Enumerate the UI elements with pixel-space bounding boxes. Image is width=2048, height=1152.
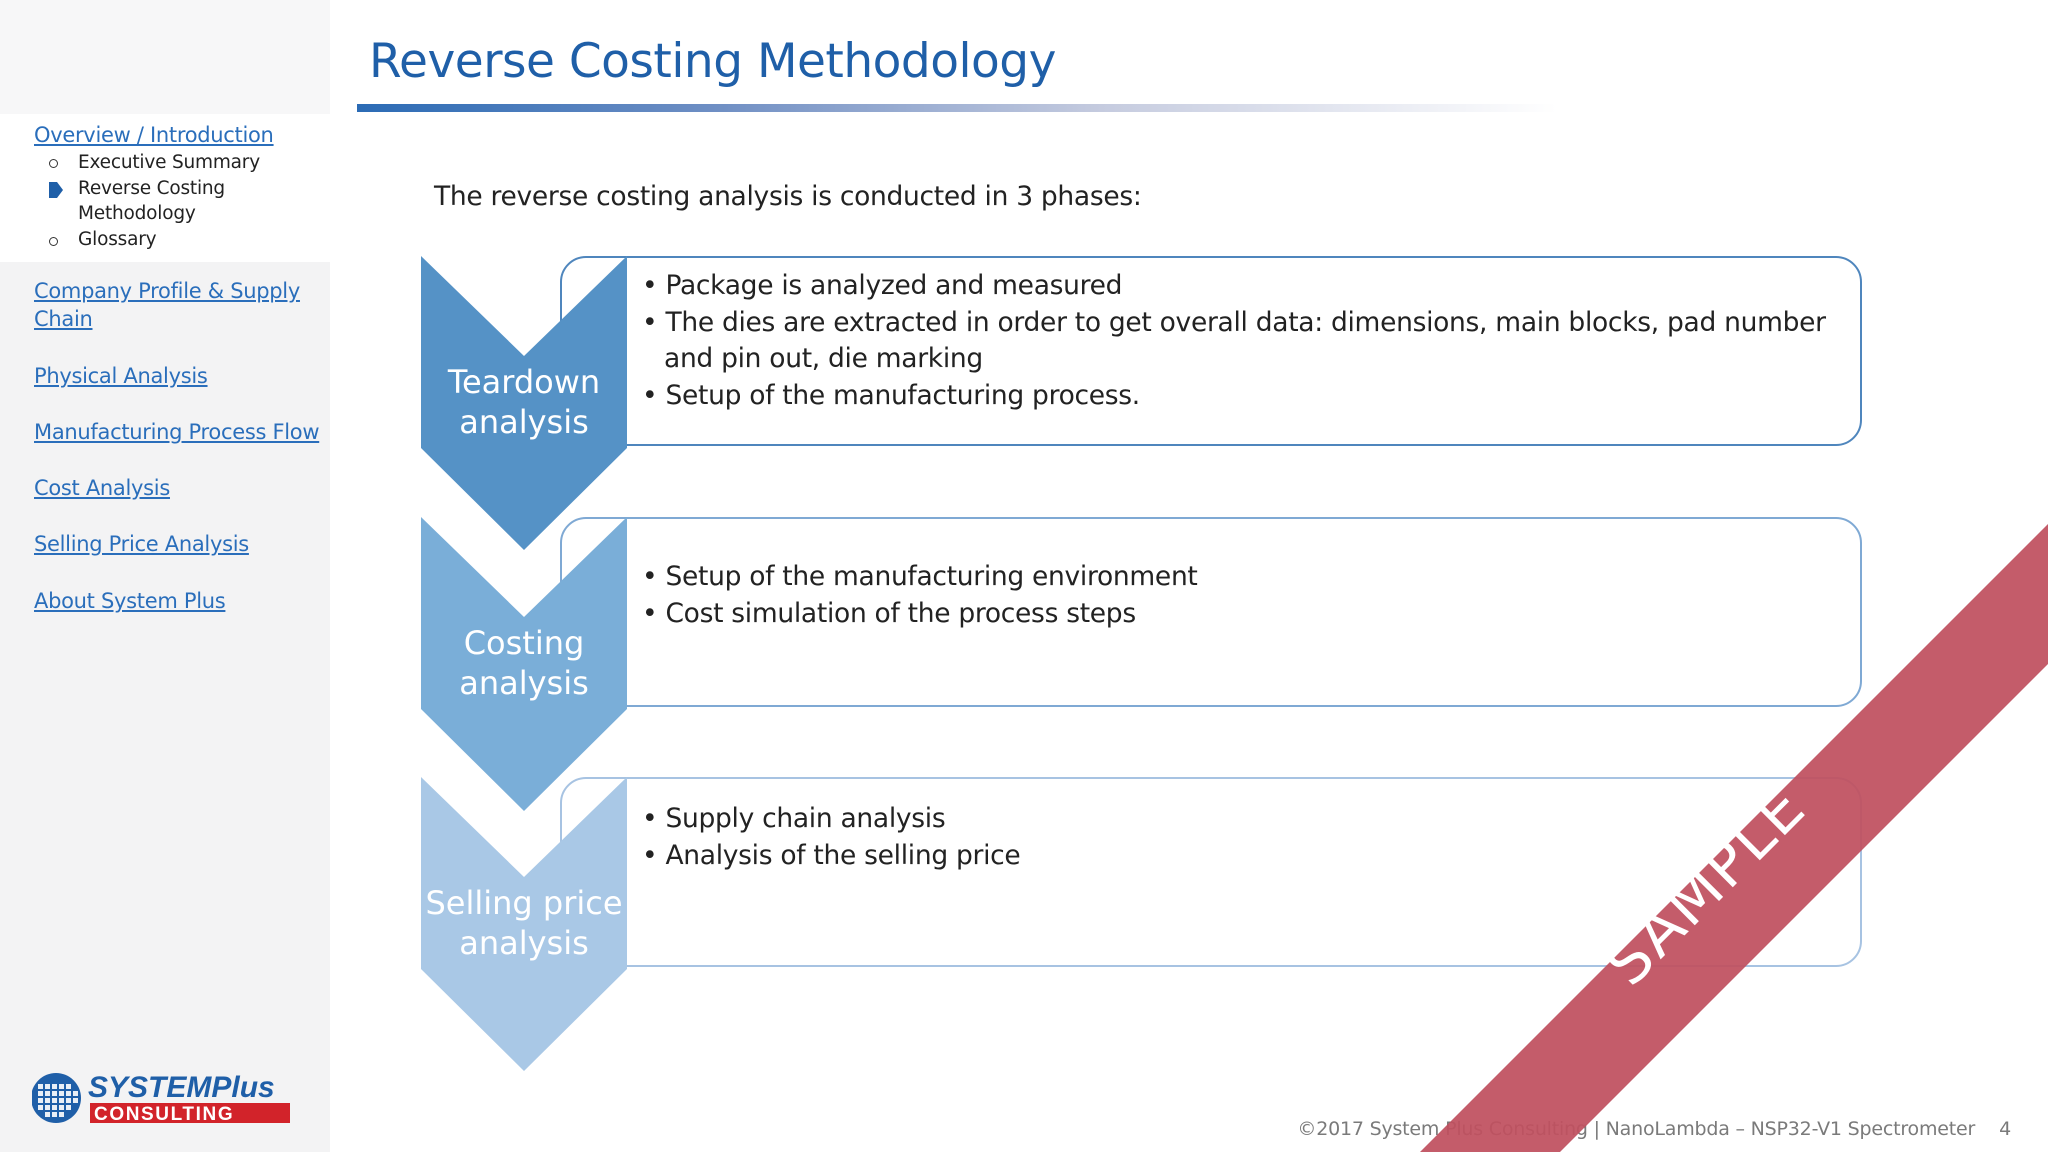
nav-overview-introduction[interactable]: Overview / Introduction [34, 123, 274, 147]
bullet-item: • Package is analyzed and measured [642, 270, 1123, 301]
bullet-item: • Setup of the manufacturing process. [642, 379, 1140, 411]
nav-manufacturing-process-flow[interactable]: Manufacturing Process Flow [34, 420, 320, 444]
nav-company-profile-chain[interactable]: Chain [34, 307, 93, 331]
svg-text:CONSULTING: CONSULTING [94, 1104, 234, 1125]
bullet-circle-icon [49, 159, 58, 168]
sidebar-header-area [0, 0, 330, 114]
page-number: 4 [1999, 1118, 2011, 1140]
nav-physical-analysis[interactable]: Physical Analysis [34, 364, 208, 388]
system-plus-logo: SYSTEMPlus CONSULTING [32, 1071, 290, 1125]
footer: ©2017 System Plus Consulting | NanoLambd… [1297, 1118, 2011, 1140]
nav-about-system-plus[interactable]: About System Plus [34, 589, 226, 613]
svg-text:SYSTEMPlus: SYSTEMPlus [88, 1071, 275, 1104]
bullet-circle-icon [49, 237, 58, 246]
nav-cost-analysis[interactable]: Cost Analysis [34, 476, 170, 500]
intro-text: The reverse costing analysis is conducte… [434, 181, 1142, 212]
sidebar: Overview / Introduction Executive Summar… [0, 0, 330, 1152]
bullet-item: • Analysis of the selling price [642, 839, 1021, 871]
bullet-item: • Cost simulation of the process steps [642, 597, 1136, 629]
nav-company-profile[interactable]: Company Profile & Supply [34, 279, 300, 303]
phase-box-teardown [560, 256, 1862, 446]
sub-item-executive-summary[interactable]: Executive Summary [78, 152, 260, 173]
phase-bullets-costing: • Setup of the manufacturing environment… [642, 559, 1842, 632]
phase-bullets-selling-price: • Supply chain analysis • Analysis of th… [642, 801, 1842, 874]
sub-item-reverse-costing[interactable]: Reverse Costing [78, 178, 225, 199]
bullet-item: • The dies are extracted in order to get… [642, 306, 1826, 375]
phase-bullets-teardown: • Package is analyzed and measured • The… [642, 268, 1842, 414]
bullet-item: • Setup of the manufacturing environment [642, 561, 1198, 592]
sub-item-glossary[interactable]: Glossary [78, 229, 157, 250]
page-title: Reverse Costing Methodology [369, 34, 1056, 89]
nav-selling-price-analysis[interactable]: Selling Price Analysis [34, 532, 249, 556]
active-bullet-icon [49, 182, 63, 198]
title-underline [357, 104, 1557, 112]
bullet-item: • Supply chain analysis [642, 803, 946, 834]
footer-text: ©2017 System Plus Consulting | NanoLambd… [1297, 1118, 1976, 1140]
sub-item-methodology[interactable]: Methodology [78, 203, 196, 224]
